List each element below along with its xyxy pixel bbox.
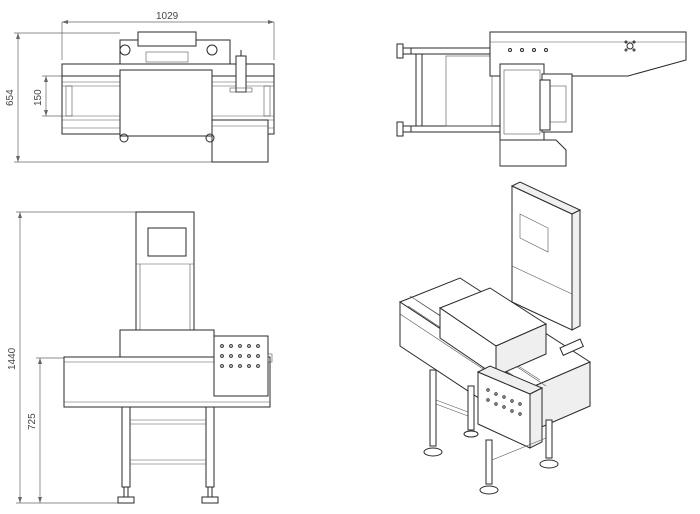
iso-control-buttons <box>486 388 522 416</box>
top-view: 1029 654 150 <box>5 11 275 163</box>
dimension-conveyor-width-label: 150 <box>33 89 44 106</box>
front-view: 1440 725 <box>7 211 273 504</box>
isometric-view <box>398 181 592 495</box>
dimension-conveyor-height-label: 725 <box>27 413 38 430</box>
dimension-width-label: 1029 <box>156 11 179 22</box>
control-buttons <box>220 344 260 368</box>
side-view <box>396 31 687 167</box>
dimension-depth-label: 654 <box>5 89 16 106</box>
dimension-height-label: 1440 <box>7 347 18 370</box>
